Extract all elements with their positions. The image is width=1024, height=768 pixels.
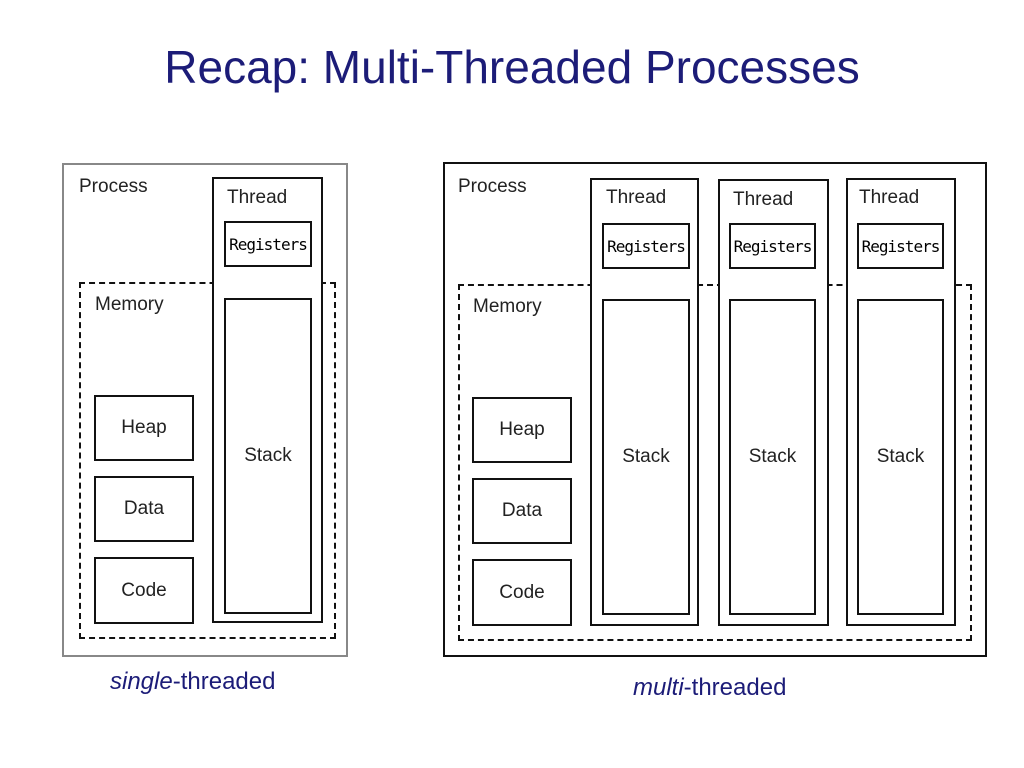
multi-memory-label: Memory bbox=[473, 296, 542, 317]
thread-label-2: Thread bbox=[733, 189, 794, 210]
multi-data-box: Data bbox=[472, 478, 572, 544]
single-registers-box: Registers bbox=[224, 221, 312, 267]
thread-label-3: Thread bbox=[859, 187, 920, 208]
thread-label-1: Thread bbox=[606, 187, 667, 208]
stack-box-1: Stack bbox=[602, 299, 690, 615]
registers-box-2: Registers bbox=[729, 223, 816, 269]
registers-box-1: Registers bbox=[602, 223, 690, 269]
multi-heap-box: Heap bbox=[472, 397, 572, 463]
single-caption-rest: -threaded bbox=[172, 668, 276, 695]
multi-caption-em: multi bbox=[633, 674, 684, 701]
single-memory-label: Memory bbox=[95, 294, 164, 315]
single-stack-box: Stack bbox=[224, 298, 312, 614]
stack-box-2: Stack bbox=[729, 299, 816, 615]
stack-box-3: Stack bbox=[857, 299, 944, 615]
registers-box-3: Registers bbox=[857, 223, 944, 269]
single-thread-label: Thread bbox=[227, 187, 288, 208]
single-heap-box: Heap bbox=[94, 395, 194, 461]
multi-caption-rest: -threaded bbox=[683, 674, 787, 701]
single-caption: single-threaded bbox=[110, 668, 275, 696]
single-code-box: Code bbox=[94, 557, 194, 624]
multi-caption: multi-threaded bbox=[633, 674, 786, 702]
single-memory-region bbox=[79, 282, 336, 639]
single-data-box: Data bbox=[94, 476, 194, 542]
multi-code-box: Code bbox=[472, 559, 572, 626]
multi-process-label: Process bbox=[458, 176, 527, 197]
single-process-box bbox=[62, 163, 348, 657]
single-process-label: Process bbox=[79, 176, 148, 197]
single-caption-em: single bbox=[110, 668, 173, 695]
multi-memory-region bbox=[458, 284, 972, 641]
slide-title: Recap: Multi-Threaded Processes bbox=[164, 41, 860, 93]
